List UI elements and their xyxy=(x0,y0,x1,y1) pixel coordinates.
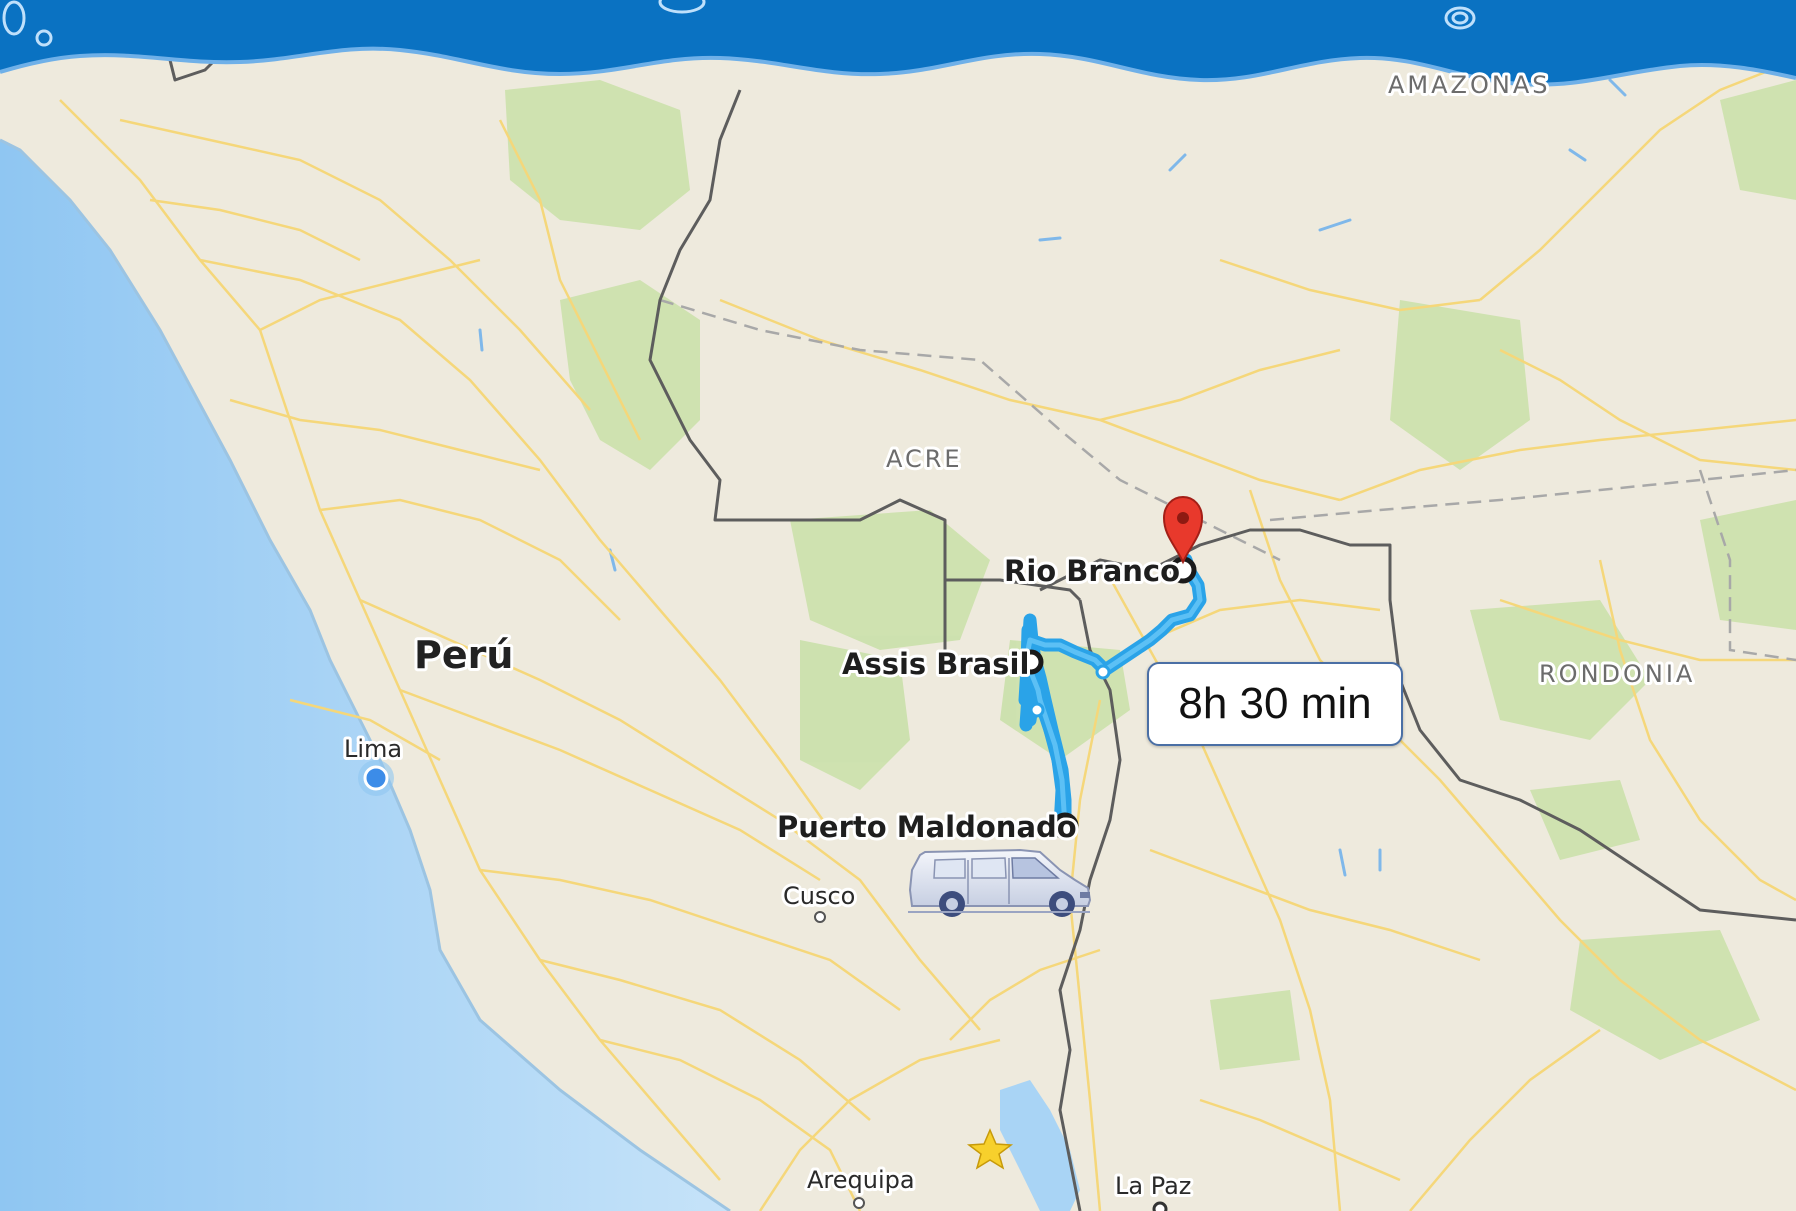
label-la-paz: La Paz xyxy=(1115,1172,1191,1200)
banner-wave-highlight xyxy=(0,46,1796,87)
coastline xyxy=(0,138,731,1211)
label-lima: Lima xyxy=(344,735,402,763)
protected-areas xyxy=(505,80,1796,1070)
label-amazonas: AMAZONAS xyxy=(1388,71,1550,99)
route-waypoint[interactable] xyxy=(1029,702,1045,718)
label-acre: ACRE xyxy=(886,445,963,473)
red-location-pin-icon[interactable] xyxy=(1162,495,1204,565)
yellow-star-icon xyxy=(966,1128,1014,1170)
top-banner xyxy=(0,0,1796,85)
label-puerto-maldonado: Puerto Maldonado xyxy=(777,810,1077,844)
label-assis-brasil: Assis Brasil xyxy=(842,647,1029,681)
route-waypoint[interactable] xyxy=(1095,664,1111,680)
stop-marker-puerto-maldonado[interactable] xyxy=(1051,812,1079,840)
label-arequipa: Arequipa xyxy=(807,1166,915,1194)
minivan-icon[interactable] xyxy=(908,848,1092,917)
travel-time-text: 8h 30 min xyxy=(1178,679,1372,728)
la-paz-city-dot[interactable] xyxy=(1152,1201,1168,1211)
label-peru: Perú xyxy=(414,633,513,677)
pacific-ocean xyxy=(0,0,730,1211)
banner-bubbles xyxy=(2,0,1476,47)
label-cusco: Cusco xyxy=(783,882,855,910)
arequipa-city-dot[interactable] xyxy=(853,1197,865,1209)
lake-titicaca xyxy=(1000,1080,1080,1211)
label-rio-branco: Rio Branco xyxy=(1004,554,1180,588)
lima-location-dot-icon[interactable] xyxy=(358,760,394,796)
travel-time-callout: 8h 30 min xyxy=(1147,662,1403,746)
route-line-core xyxy=(1025,557,1203,829)
label-rondonia: RONDONIA xyxy=(1539,660,1695,688)
cusco-city-dot[interactable] xyxy=(814,911,826,923)
stop-marker-assis-brasil[interactable] xyxy=(1018,649,1044,675)
